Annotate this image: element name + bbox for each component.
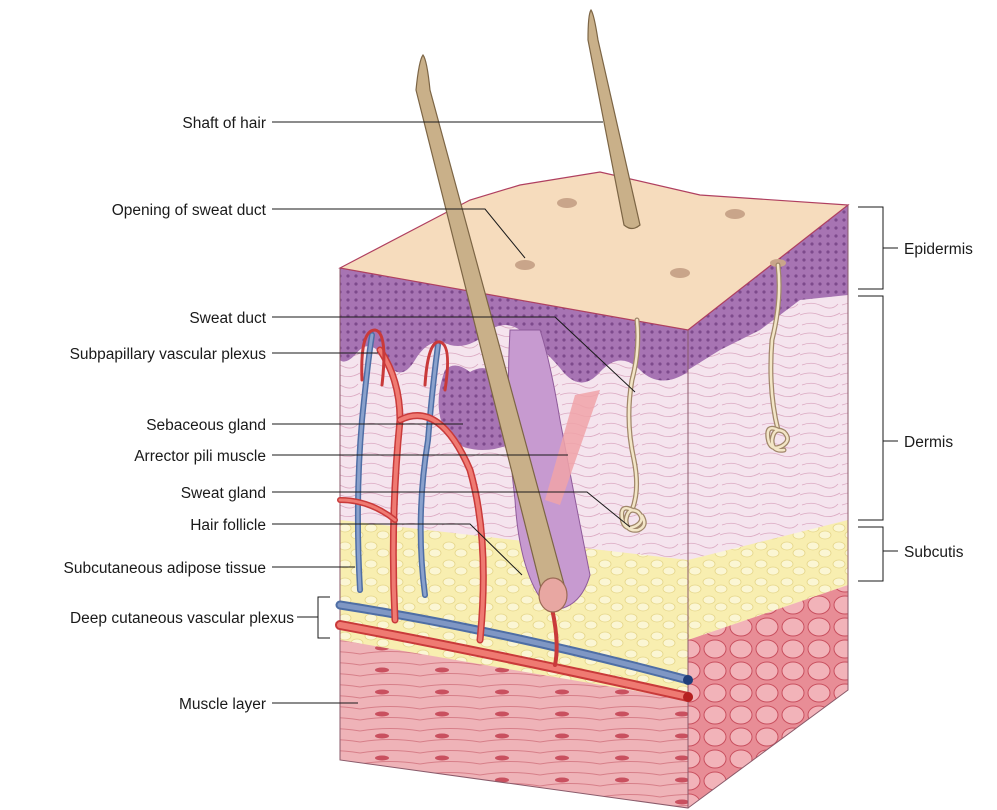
label-dermis: Dermis bbox=[904, 434, 953, 451]
label-muscle-layer: Muscle layer bbox=[179, 696, 266, 713]
leader-hair-follicle bbox=[272, 523, 523, 576]
label-epidermis: Epidermis bbox=[904, 241, 973, 258]
label-subcutaneous-adipose-tissue: Subcutaneous adipose tissue bbox=[63, 560, 266, 577]
leader-opening-of-sweat-duct bbox=[272, 208, 526, 259]
bracket-epidermis bbox=[858, 206, 884, 290]
leader-sweat-gland bbox=[272, 491, 631, 528]
left-labels: Shaft of hair Opening of sweat duct Swea… bbox=[63, 115, 636, 713]
label-shaft-of-hair: Shaft of hair bbox=[182, 115, 266, 132]
arrector-pili-muscle bbox=[545, 390, 600, 505]
bracket-deep-cutaneous-vascular-plexus bbox=[317, 596, 330, 639]
label-opening-of-sweat-duct: Opening of sweat duct bbox=[112, 202, 267, 219]
label-subcutis: Subcutis bbox=[904, 544, 964, 561]
vascular-plexus bbox=[335, 328, 693, 702]
right-labels: Epidermis Dermis Subcutis bbox=[858, 206, 973, 582]
label-hair-follicle: Hair follicle bbox=[190, 517, 266, 534]
bracket-dermis bbox=[858, 295, 884, 521]
label-sebaceous-gland: Sebaceous gland bbox=[146, 417, 266, 434]
label-sweat-gland: Sweat gland bbox=[181, 485, 266, 502]
sweat-apparatus bbox=[619, 262, 790, 533]
label-subpapillary-vascular-plexus: Subpapillary vascular plexus bbox=[70, 346, 267, 363]
block-right-face bbox=[687, 203, 849, 809]
label-deep-cutaneous-vascular-plexus: Deep cutaneous vascular plexus bbox=[70, 610, 294, 627]
label-sweat-duct: Sweat duct bbox=[189, 310, 266, 327]
label-arrector-pili-muscle: Arrector pili muscle bbox=[134, 448, 266, 465]
bracket-subcutis bbox=[858, 526, 884, 582]
leader-sweat-duct bbox=[272, 316, 636, 393]
